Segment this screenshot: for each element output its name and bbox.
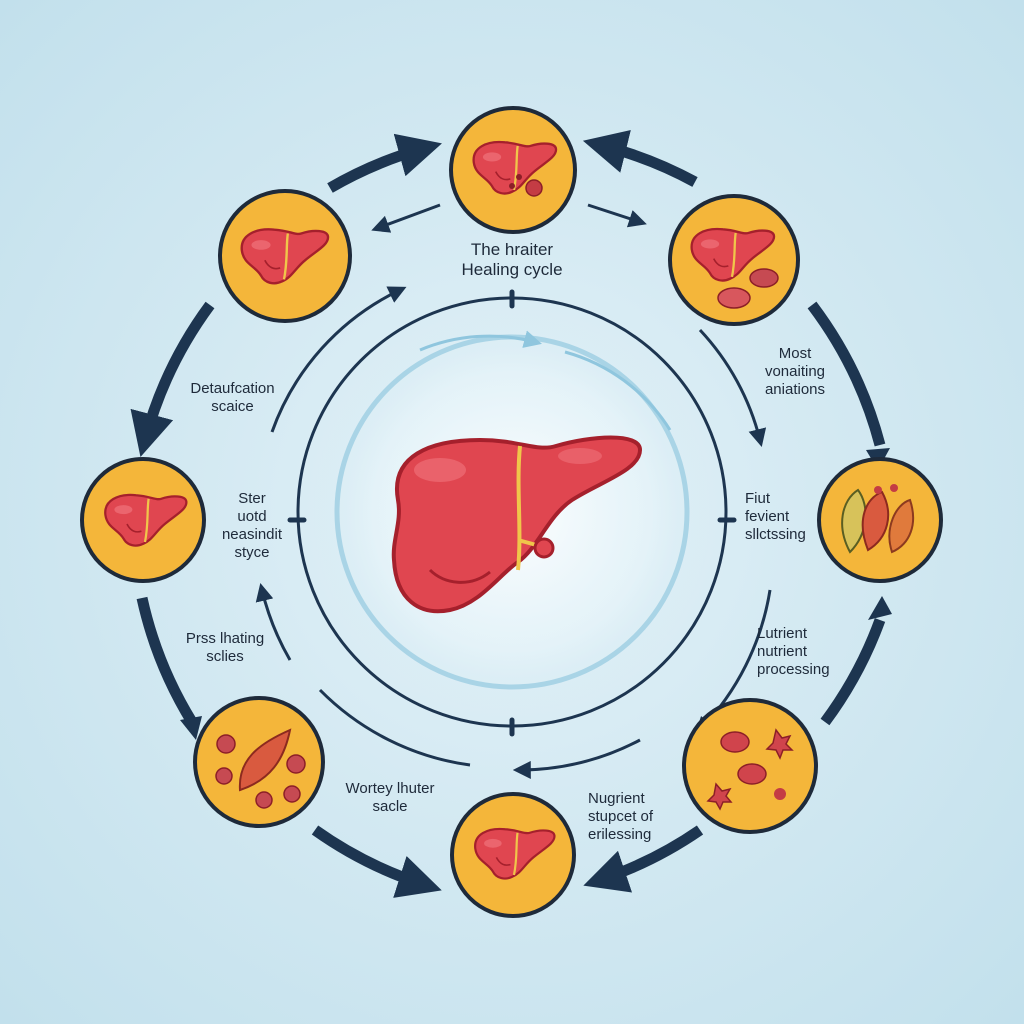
label-right: Fiut fevient sllctssing [745,490,855,544]
label-line: Most [778,345,812,362]
label-line: processing [757,661,830,678]
label-line: uotd [237,508,267,525]
label-line: scaice [211,398,254,415]
node-bottom [450,792,576,918]
label-line: Fiut [745,490,771,507]
label-left: Ster uotd neasindit styce [212,490,292,562]
label-line: stupcet of [588,808,654,825]
label-line: neasindit [221,526,283,543]
label-line: nutrient [757,643,808,660]
label-line: Wortey lhuter [345,780,435,797]
central-liver-icon [391,435,643,614]
node-lower-left [193,696,325,828]
label-line: fevient [745,508,790,525]
label-line: sllctssing [745,526,806,543]
diagram-title: The hraiter Healing cycle [430,240,594,280]
label-line: styce [234,544,270,561]
label-bottom-right: Nugrient stupcet of erilessing [588,790,698,844]
label-top-right: Most vonaiting aniations [735,345,855,399]
label-lower-left: Prss lhating sclies [160,630,290,666]
label-line: aniations [764,381,826,398]
title-line-2: Healing cycle [461,260,563,279]
label-line: Lutrient [757,625,808,642]
node-left [80,457,206,583]
label-line: Detaufcation [190,380,275,397]
label-line: erilessing [588,826,652,843]
label-line: Prss lhating [185,630,265,647]
node-top-right [668,194,800,326]
label-line: sclies [206,648,244,665]
label-lower-right: Lutrient nutrient processing [757,625,867,679]
node-lower-right [682,698,818,834]
label-bottom-left: Wortey lhuter sacle [325,780,455,816]
node-top [449,106,577,234]
label-line: Ster [238,490,266,507]
label-top-left: Detaufcation scaice [170,380,295,416]
label-line: Nugrient [588,790,645,807]
node-right [817,457,943,583]
label-line: vonaiting [764,363,826,380]
title-line-1: The hraiter [470,240,554,259]
node-top-left [218,189,352,323]
label-line: sacle [372,798,408,815]
